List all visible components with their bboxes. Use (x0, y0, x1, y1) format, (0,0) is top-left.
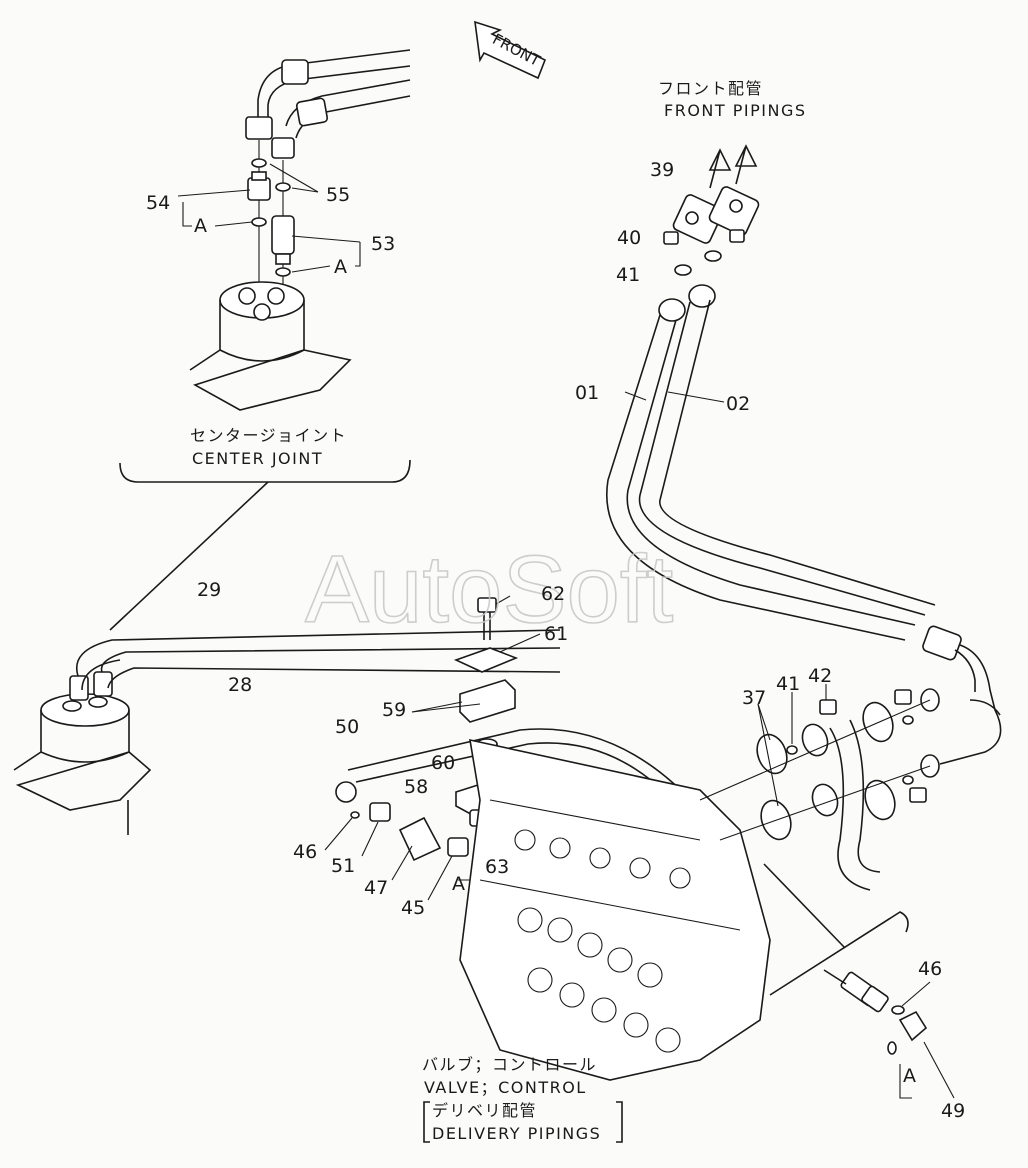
front-direction-arrow: FRONT (474, 20, 547, 80)
callout-a-4: A (903, 1065, 916, 1087)
callout-02: 02 (726, 393, 750, 415)
callout-01: 01 (575, 382, 599, 404)
callout-63: 63 (485, 856, 509, 878)
callout-51: 51 (331, 855, 355, 877)
delivery-bracket (423, 1101, 623, 1143)
callout-62: 62 (541, 583, 565, 605)
center-joint-detail (109, 49, 411, 631)
flanges-right (699, 684, 940, 891)
callout-a-1: A (194, 215, 207, 237)
callout-53: 53 (371, 233, 395, 255)
watermark: AutoSoft (305, 536, 673, 643)
delivery-pipings-jp: デリベリ配管 (432, 1101, 537, 1120)
callout-a-3: A (452, 873, 465, 895)
center-joint-jp: センタージョイント (190, 426, 347, 445)
callout-39: 39 (650, 159, 674, 181)
callout-61: 61 (544, 623, 568, 645)
callout-50: 50 (335, 716, 359, 738)
callout-40: 40 (617, 227, 641, 249)
callout-58: 58 (404, 776, 428, 798)
callout-41-right: 41 (776, 673, 800, 695)
callout-46-right: 46 (918, 958, 942, 980)
center-joint-en: CENTER JOINT (192, 449, 323, 468)
callout-37: 37 (742, 687, 766, 709)
front-pipings-en: FRONT PIPINGS (664, 101, 807, 120)
callout-41-top: 41 (616, 264, 640, 286)
detail-lower-right (763, 863, 955, 1099)
center-joint-lower (13, 629, 561, 835)
callout-a-2: A (334, 256, 347, 278)
callout-46-left: 46 (293, 841, 317, 863)
front-pipings-hoses (606, 144, 1002, 765)
callout-59: 59 (382, 699, 406, 721)
callout-45: 45 (401, 897, 425, 919)
valve-control-jp: バルブ；コントロール (422, 1055, 597, 1074)
callout-28: 28 (228, 674, 252, 696)
callout-47: 47 (364, 877, 388, 899)
control-valve (459, 738, 771, 1081)
hose-50-assembly (324, 728, 701, 901)
front-pipings-jp: フロント配管 (658, 79, 763, 98)
valve-control-en: VALVE；CONTROL (424, 1078, 587, 1097)
callout-49: 49 (941, 1100, 965, 1122)
callout-54: 54 (146, 192, 170, 214)
callout-29: 29 (197, 579, 221, 601)
callout-60: 60 (431, 752, 455, 774)
delivery-pipings-en: DELIVERY PIPINGS (432, 1124, 601, 1143)
callout-42: 42 (808, 665, 832, 687)
callout-55: 55 (326, 184, 350, 206)
